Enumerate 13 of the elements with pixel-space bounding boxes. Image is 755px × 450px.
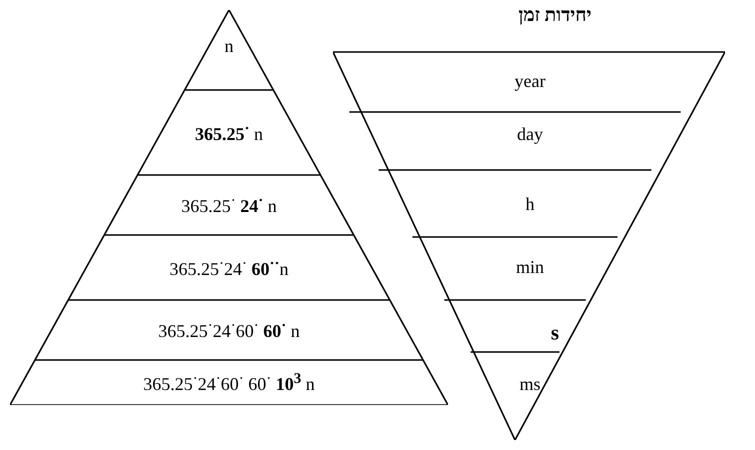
formula-text: 365.25$^{·}$24$^{·}$ 60$^{··}$n <box>170 256 288 280</box>
unit-label: ms <box>520 375 540 395</box>
power-expression: n <box>224 37 234 57</box>
heading: יחידות זמן <box>518 5 592 27</box>
formula-text: 365.25$^{·}$ 24$^{·}$ n <box>181 193 277 217</box>
unit-label: h <box>526 195 534 215</box>
formula-text: 365.25$^{·}$24$^{·}$60$^{·}$ 60$^{·}$ 10$^{3}$ n <box>143 371 315 395</box>
unit-label: day <box>517 125 543 145</box>
unit-label: year <box>514 72 546 92</box>
unit-label: min <box>516 258 544 278</box>
formula-text: 365.25$^{·}$ n <box>195 121 263 145</box>
unit-label: s <box>550 321 560 345</box>
formula-text: 365.25$^{·}$24$^{·}$60$^{·}$ 60$^{·}$ n <box>158 318 300 342</box>
